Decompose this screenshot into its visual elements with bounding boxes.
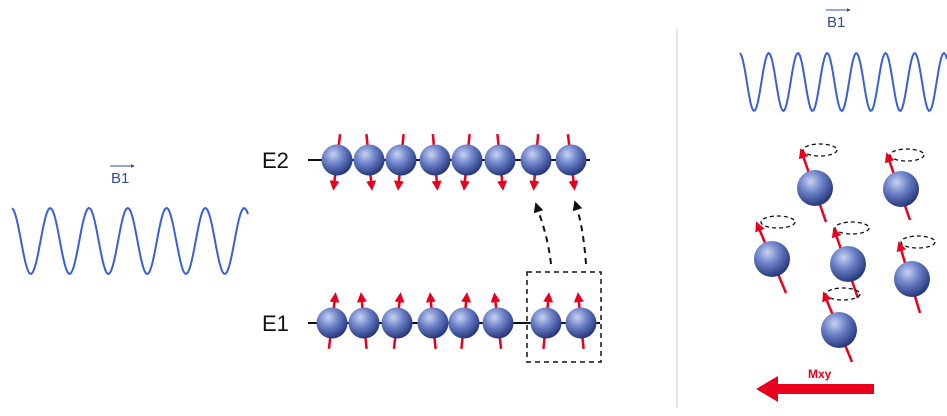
lower-spin-sphere-2 xyxy=(348,307,380,339)
precessing-spin-sphere-5 xyxy=(894,261,930,297)
precessing-spin-sphere-6 xyxy=(821,312,857,348)
upper-spin-sphere-6 xyxy=(484,144,516,176)
lower-spin-sphere-4 xyxy=(417,307,449,339)
upper-level-spins xyxy=(321,133,587,191)
upper-spin-sphere-3 xyxy=(385,144,417,176)
lower-level-spins xyxy=(316,292,597,350)
lower-spin-sphere-7 xyxy=(530,307,562,339)
lower-spin-sphere-3 xyxy=(381,307,413,339)
precessing-spins xyxy=(754,143,936,363)
b1-left-text: B1 xyxy=(111,170,129,187)
transition-highlight-box xyxy=(526,271,602,363)
upper-spin-sphere-5 xyxy=(451,144,483,176)
precessing-spin-sphere-4 xyxy=(830,246,866,282)
precession-cone-2 xyxy=(889,148,925,162)
precessing-spin-sphere-3 xyxy=(754,241,790,277)
upper-spin-sphere-1 xyxy=(321,144,353,176)
energy-level-e2-label: E2 xyxy=(262,148,289,173)
magnetization-label: Mxy xyxy=(808,367,832,381)
b1-label-right: B1 xyxy=(826,8,851,31)
oscillating-wave-left xyxy=(11,206,249,276)
lower-spin-sphere-8 xyxy=(565,307,597,339)
oscillating-wave-right xyxy=(739,51,947,113)
precession-cone-1 xyxy=(802,143,838,157)
magnetization-arrow-icon xyxy=(756,376,874,402)
lower-spin-sphere-5 xyxy=(448,307,480,339)
dashed-transition-arrow-1 xyxy=(533,202,552,265)
precessing-spin-sphere-1 xyxy=(797,170,833,206)
precessing-spin-sphere-2 xyxy=(883,171,919,207)
upper-spin-sphere-7 xyxy=(520,144,552,176)
precession-cone-3 xyxy=(760,215,796,229)
lower-spin-sphere-1 xyxy=(316,307,348,339)
lower-spin-sphere-6 xyxy=(482,307,514,339)
b1-right-text: B1 xyxy=(827,14,845,31)
upper-spin-sphere-2 xyxy=(353,144,385,176)
b1-label-left: B1 xyxy=(110,164,135,187)
precession-cone-4 xyxy=(834,221,870,235)
upper-spin-sphere-4 xyxy=(419,144,451,176)
precession-cone-5 xyxy=(900,235,936,249)
dashed-transition-arrow-2 xyxy=(572,200,587,265)
energy-level-e1-label: E1 xyxy=(262,311,289,336)
upper-spin-sphere-8 xyxy=(555,144,587,176)
